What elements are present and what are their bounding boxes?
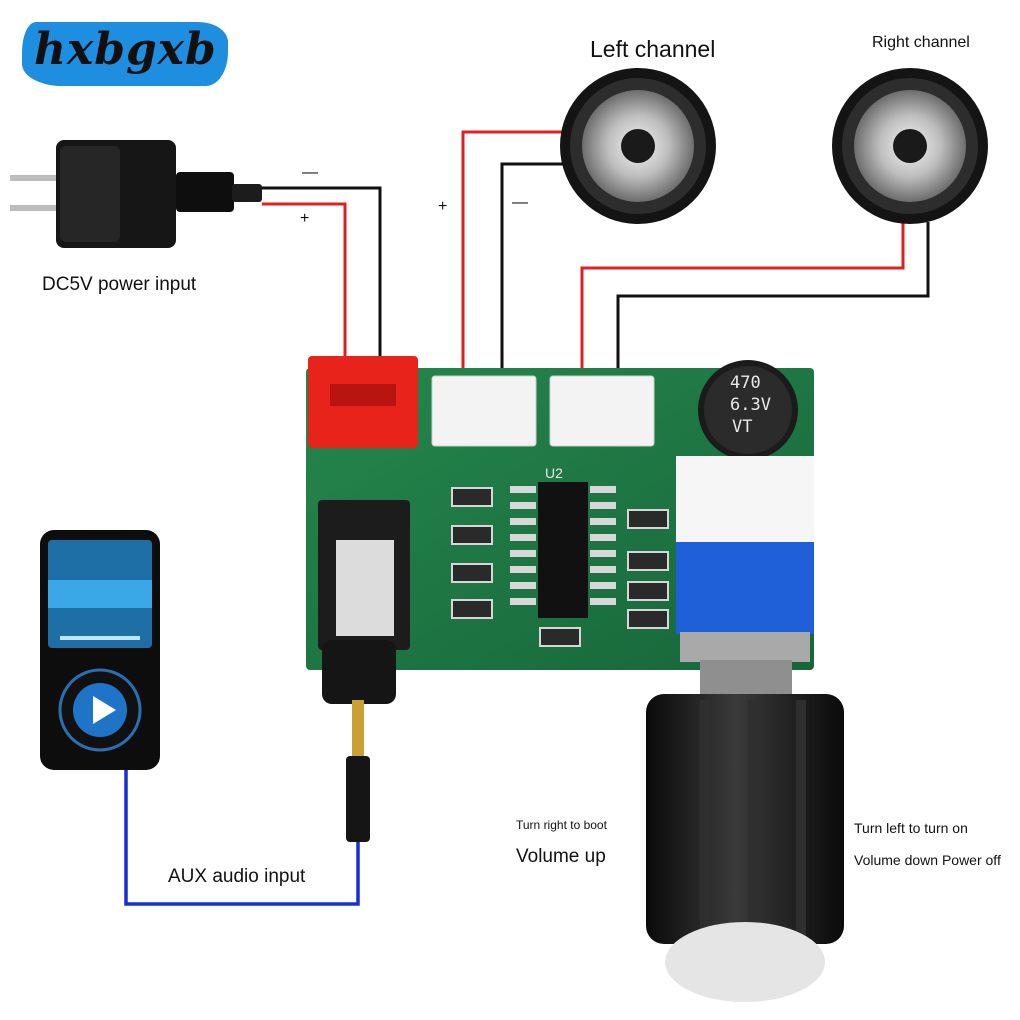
brand-logo-badge (22, 22, 228, 86)
left-channel-label: Left channel (590, 36, 716, 62)
capacitor-line-3: VT (732, 417, 752, 437)
audio-jack (318, 500, 410, 704)
power-minus-marker: — (302, 164, 318, 181)
power-wires (262, 186, 382, 396)
amplifier-chip (538, 482, 588, 618)
right-channel-label: Right channel (872, 34, 970, 51)
potentiometer-switch (676, 542, 814, 634)
aux-plug (346, 700, 370, 842)
volume-up-label: Volume up (516, 846, 606, 867)
chip-label: U2 (545, 465, 563, 481)
power-wire-positive (262, 202, 347, 396)
music-player (40, 530, 160, 770)
left-speaker-wires (461, 130, 572, 396)
volume-knob (646, 660, 844, 1002)
right-wire-negative (616, 222, 930, 396)
left-wire-positive (461, 130, 565, 396)
capacitor: 470 6.3V VT (698, 360, 798, 460)
brand-logo-text: hxbgxb (34, 24, 217, 75)
potentiometer-top (676, 456, 814, 542)
left-wire-negative (500, 162, 572, 396)
power-wire-negative (262, 186, 382, 396)
power-input-label: DC5V power input (42, 274, 197, 295)
capacitor-line-1: 470 (730, 373, 761, 393)
right-speaker-connector (549, 375, 655, 447)
right-speaker (832, 68, 988, 224)
left-speaker-connector (431, 375, 537, 447)
power-adapter (10, 140, 262, 248)
turn-left-label: Turn left to turn on (854, 820, 968, 836)
capacitor-line-2: 6.3V (730, 395, 771, 415)
left-speaker (560, 68, 716, 224)
left-minus-marker: — (512, 194, 528, 211)
right-speaker-wires (580, 222, 930, 396)
turn-right-label: Turn right to boot (516, 818, 607, 832)
left-plus-marker: + (438, 198, 448, 215)
aux-audio-wire (124, 760, 360, 906)
right-wire-positive (580, 222, 905, 396)
amplifier-board: 470 6.3V VT U2 (306, 356, 814, 704)
power-plus-marker: + (300, 210, 310, 227)
volume-down-label: Volume down Power off (854, 852, 1001, 868)
aux-input-label: AUX audio input (168, 866, 306, 887)
